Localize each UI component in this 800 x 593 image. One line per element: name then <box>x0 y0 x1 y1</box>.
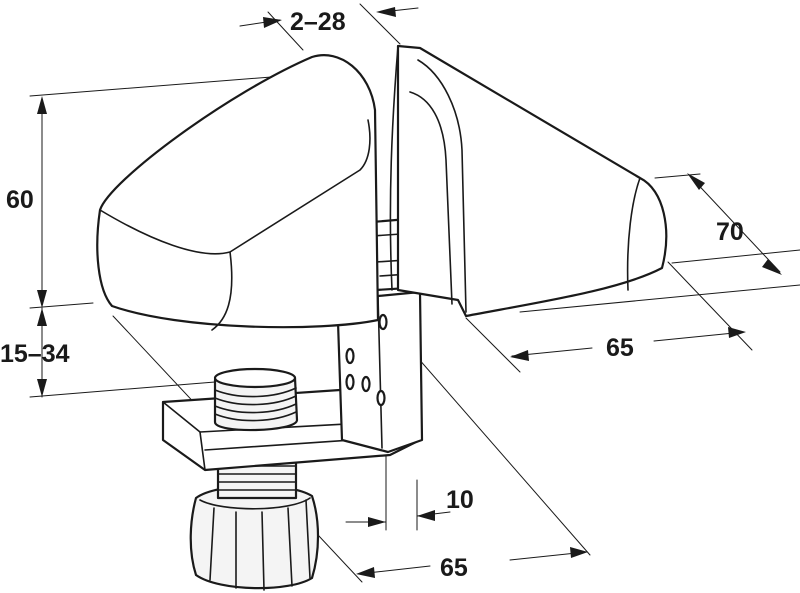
dimension-labels: 2–28 60 15–34 70 65 10 65 <box>0 8 744 582</box>
dimension-length-bottom: 65 <box>440 554 468 582</box>
right-housing <box>389 44 668 318</box>
dimension-depth: 70 <box>716 218 744 246</box>
dimension-clamp-range: 15–34 <box>0 340 70 368</box>
clamp-knob <box>189 456 320 591</box>
dimension-height: 60 <box>6 186 34 214</box>
dimension-glass-thickness: 2–28 <box>290 8 346 36</box>
dimension-offset: 10 <box>446 486 474 514</box>
dimension-length-top: 65 <box>606 334 634 362</box>
threaded-nut <box>213 367 299 432</box>
dimension-lines <box>37 7 782 578</box>
left-housing <box>96 54 380 331</box>
